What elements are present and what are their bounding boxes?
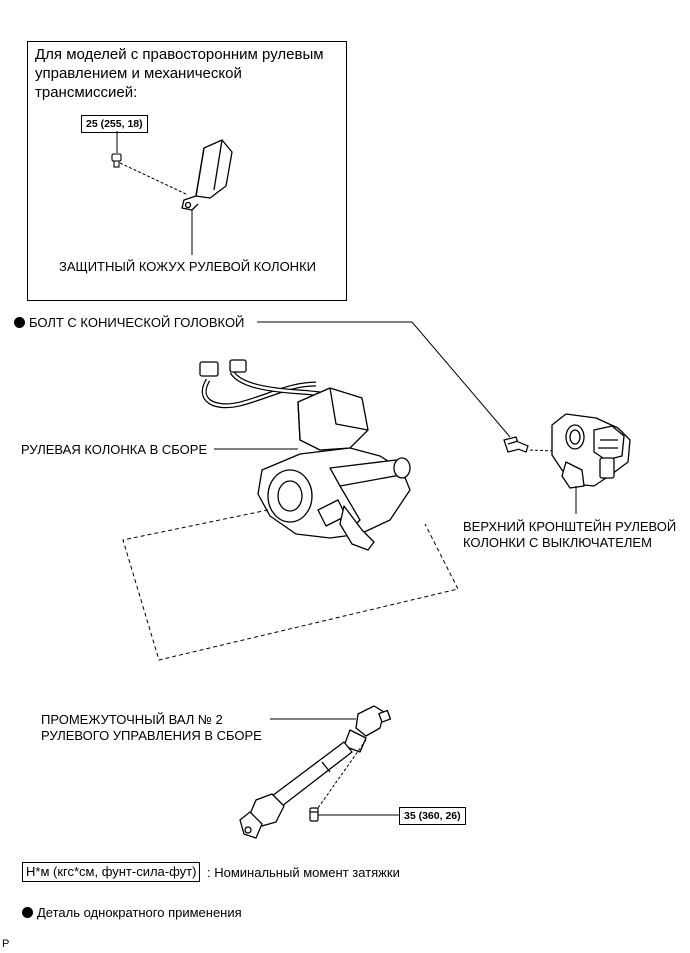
tapered-bolt-icon — [503, 436, 529, 453]
inset-bolt-icon — [111, 153, 122, 168]
inset-torque-spec: 25 (255, 18) — [81, 115, 148, 133]
intermediate-shaft-icon — [239, 705, 392, 839]
inset-part-label: ЗАЩИТНЫЙ КОЖУХ РУЛЕВОЙ КОЛОНКИ — [59, 259, 316, 274]
column-assembly-label: РУЛЕВАЯ КОЛОНКА В СБОРЕ — [21, 442, 208, 457]
torque-desc: : Номинальный момент затяжки — [207, 865, 400, 880]
steering-column-icon — [199, 359, 411, 551]
single-use-legend: Деталь однократного применения — [22, 904, 242, 921]
shaft-label-1: ПРОМЕЖУТОЧНЫЙ ВАЛ № 2 — [41, 712, 223, 727]
tapered-bolt-leader — [257, 321, 511, 438]
single-use-dot-icon — [22, 907, 33, 918]
tapered-bolt-label: БОЛТ С КОНИЧЕСКОЙ ГОЛОВКОЙ — [14, 314, 244, 331]
torque-unit-box: Н*м (кгс*см, фунт-сила-фут) — [22, 862, 201, 882]
column-to-shaft-dashes — [122, 509, 459, 661]
upper-bracket-label-1: ВЕРХНИЙ КРОНШТЕЙН РУЛЕВОЙ — [463, 519, 677, 534]
upper-bracket-label-2: КОЛОНКИ С ВЫКЛЮЧАТЕЛЕМ — [463, 535, 652, 550]
upper-bracket-icon — [551, 413, 631, 489]
inset-frame — [27, 41, 347, 301]
single-use-dot-icon — [14, 317, 25, 328]
inset-title: Для моделей с правосторонним рулевым упр… — [35, 46, 324, 101]
shaft-torque-spec: 35 (360, 26) — [399, 807, 466, 825]
shaft-bolt-icon — [309, 807, 319, 822]
column-cover-icon — [181, 139, 233, 211]
shaft-label-2: РУЛЕВОГО УПРАВЛЕНИЯ В СБОРЕ — [41, 728, 262, 743]
figure-code: P — [2, 938, 10, 950]
